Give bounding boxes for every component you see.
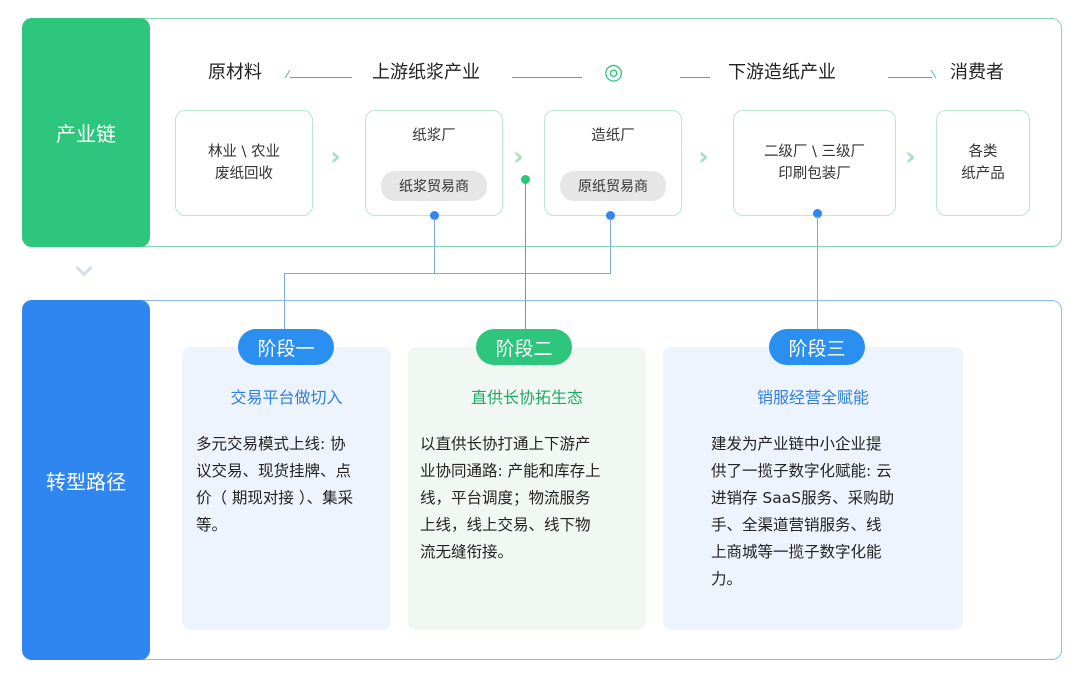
connector-dot bbox=[430, 211, 439, 220]
stage-title: 销服经营全赋能 bbox=[756, 388, 869, 407]
target-circle-icon: ◎ bbox=[604, 60, 624, 85]
connector-line bbox=[284, 273, 285, 329]
stage-card-3: 销服经营全赋能 建发为产业链中小企业提 供了一揽子数字化赋能: 云 进销存 Sa… bbox=[663, 347, 963, 630]
connector-line bbox=[610, 218, 611, 273]
connector-line bbox=[290, 77, 352, 78]
chain-head-downstream: 下游造纸产业 bbox=[728, 62, 836, 83]
chain-head-raw: 原材料 bbox=[208, 62, 262, 83]
node-text: 二级厂 \ 三级厂 印刷包装厂 bbox=[763, 144, 866, 182]
chevron-right-icon: › bbox=[513, 142, 524, 172]
connector-dot bbox=[521, 175, 530, 184]
chain-head-consumer: 消费者 bbox=[950, 62, 1004, 83]
pill-pulp-trader: 纸浆贸易商 bbox=[381, 171, 487, 201]
connector-line bbox=[284, 273, 435, 274]
chevron-right-icon: › bbox=[330, 142, 341, 172]
stage-body: 建发为产业链中小企业提 供了一揽子数字化赋能: 云 进销存 SaaS服务、采购助… bbox=[711, 435, 895, 588]
stage-card-1: 交易平台做切入 多元交易模式上线: 协 议交易、现货挂牌、点 价（ 期现对接 ）… bbox=[182, 347, 391, 630]
connector-line bbox=[512, 77, 582, 78]
stage-body: 多元交易模式上线: 协 议交易、现货挂牌、点 价（ 期现对接 ）、集采 等。 bbox=[196, 435, 354, 534]
connector-dot bbox=[813, 209, 822, 218]
chain-node-raw-material: 林业 \ 农业 废纸回收 bbox=[175, 110, 313, 216]
connector-line bbox=[817, 216, 818, 329]
chain-head-upstream: 上游纸浆产业 bbox=[372, 62, 480, 83]
connector-line bbox=[434, 218, 435, 273]
chain-node-paper-mill: 造纸厂 原纸贸易商 bbox=[544, 110, 682, 216]
transformation-path-tag: 转型路径 bbox=[22, 300, 150, 660]
stage-title: 直供长协拓生态 bbox=[470, 388, 583, 407]
chain-node-paper-products: 各类 纸产品 bbox=[936, 110, 1030, 216]
connector-dot bbox=[606, 211, 615, 220]
node-text: 造纸厂 bbox=[591, 128, 635, 144]
chevron-right-icon: › bbox=[905, 142, 916, 172]
connector-line bbox=[525, 182, 526, 329]
stage-badge-3: 阶段三 bbox=[769, 329, 865, 365]
chain-node-converters: 二级厂 \ 三级厂 印刷包装厂 bbox=[733, 110, 896, 216]
industry-chain-tag: 产业链 bbox=[22, 18, 150, 247]
stage-badge-2: 阶段二 bbox=[476, 329, 572, 365]
node-text: 各类 纸产品 bbox=[961, 144, 1005, 182]
stage-body: 以直供长协打通上下游产 业协同通路: 产能和库存上 线，平台调度；物流服务 上线… bbox=[420, 435, 601, 561]
stage-title: 交易平台做切入 bbox=[230, 388, 343, 407]
stage-card-2: 直供长协拓生态 以直供长协打通上下游产 业协同通路: 产能和库存上 线，平台调度… bbox=[408, 347, 646, 630]
connector-line bbox=[888, 77, 932, 78]
connector-line bbox=[680, 77, 710, 78]
node-text: 林业 \ 农业 废纸回收 bbox=[207, 144, 281, 182]
node-text: 纸浆厂 bbox=[412, 128, 456, 144]
chain-node-pulp-mill: 纸浆厂 纸浆贸易商 bbox=[365, 110, 503, 216]
chevron-down-icon bbox=[75, 259, 93, 277]
pill-paper-trader: 原纸贸易商 bbox=[560, 171, 666, 201]
connector-line bbox=[434, 273, 611, 274]
stage-badge-1: 阶段一 bbox=[238, 329, 334, 365]
chevron-right-icon: › bbox=[698, 142, 709, 172]
